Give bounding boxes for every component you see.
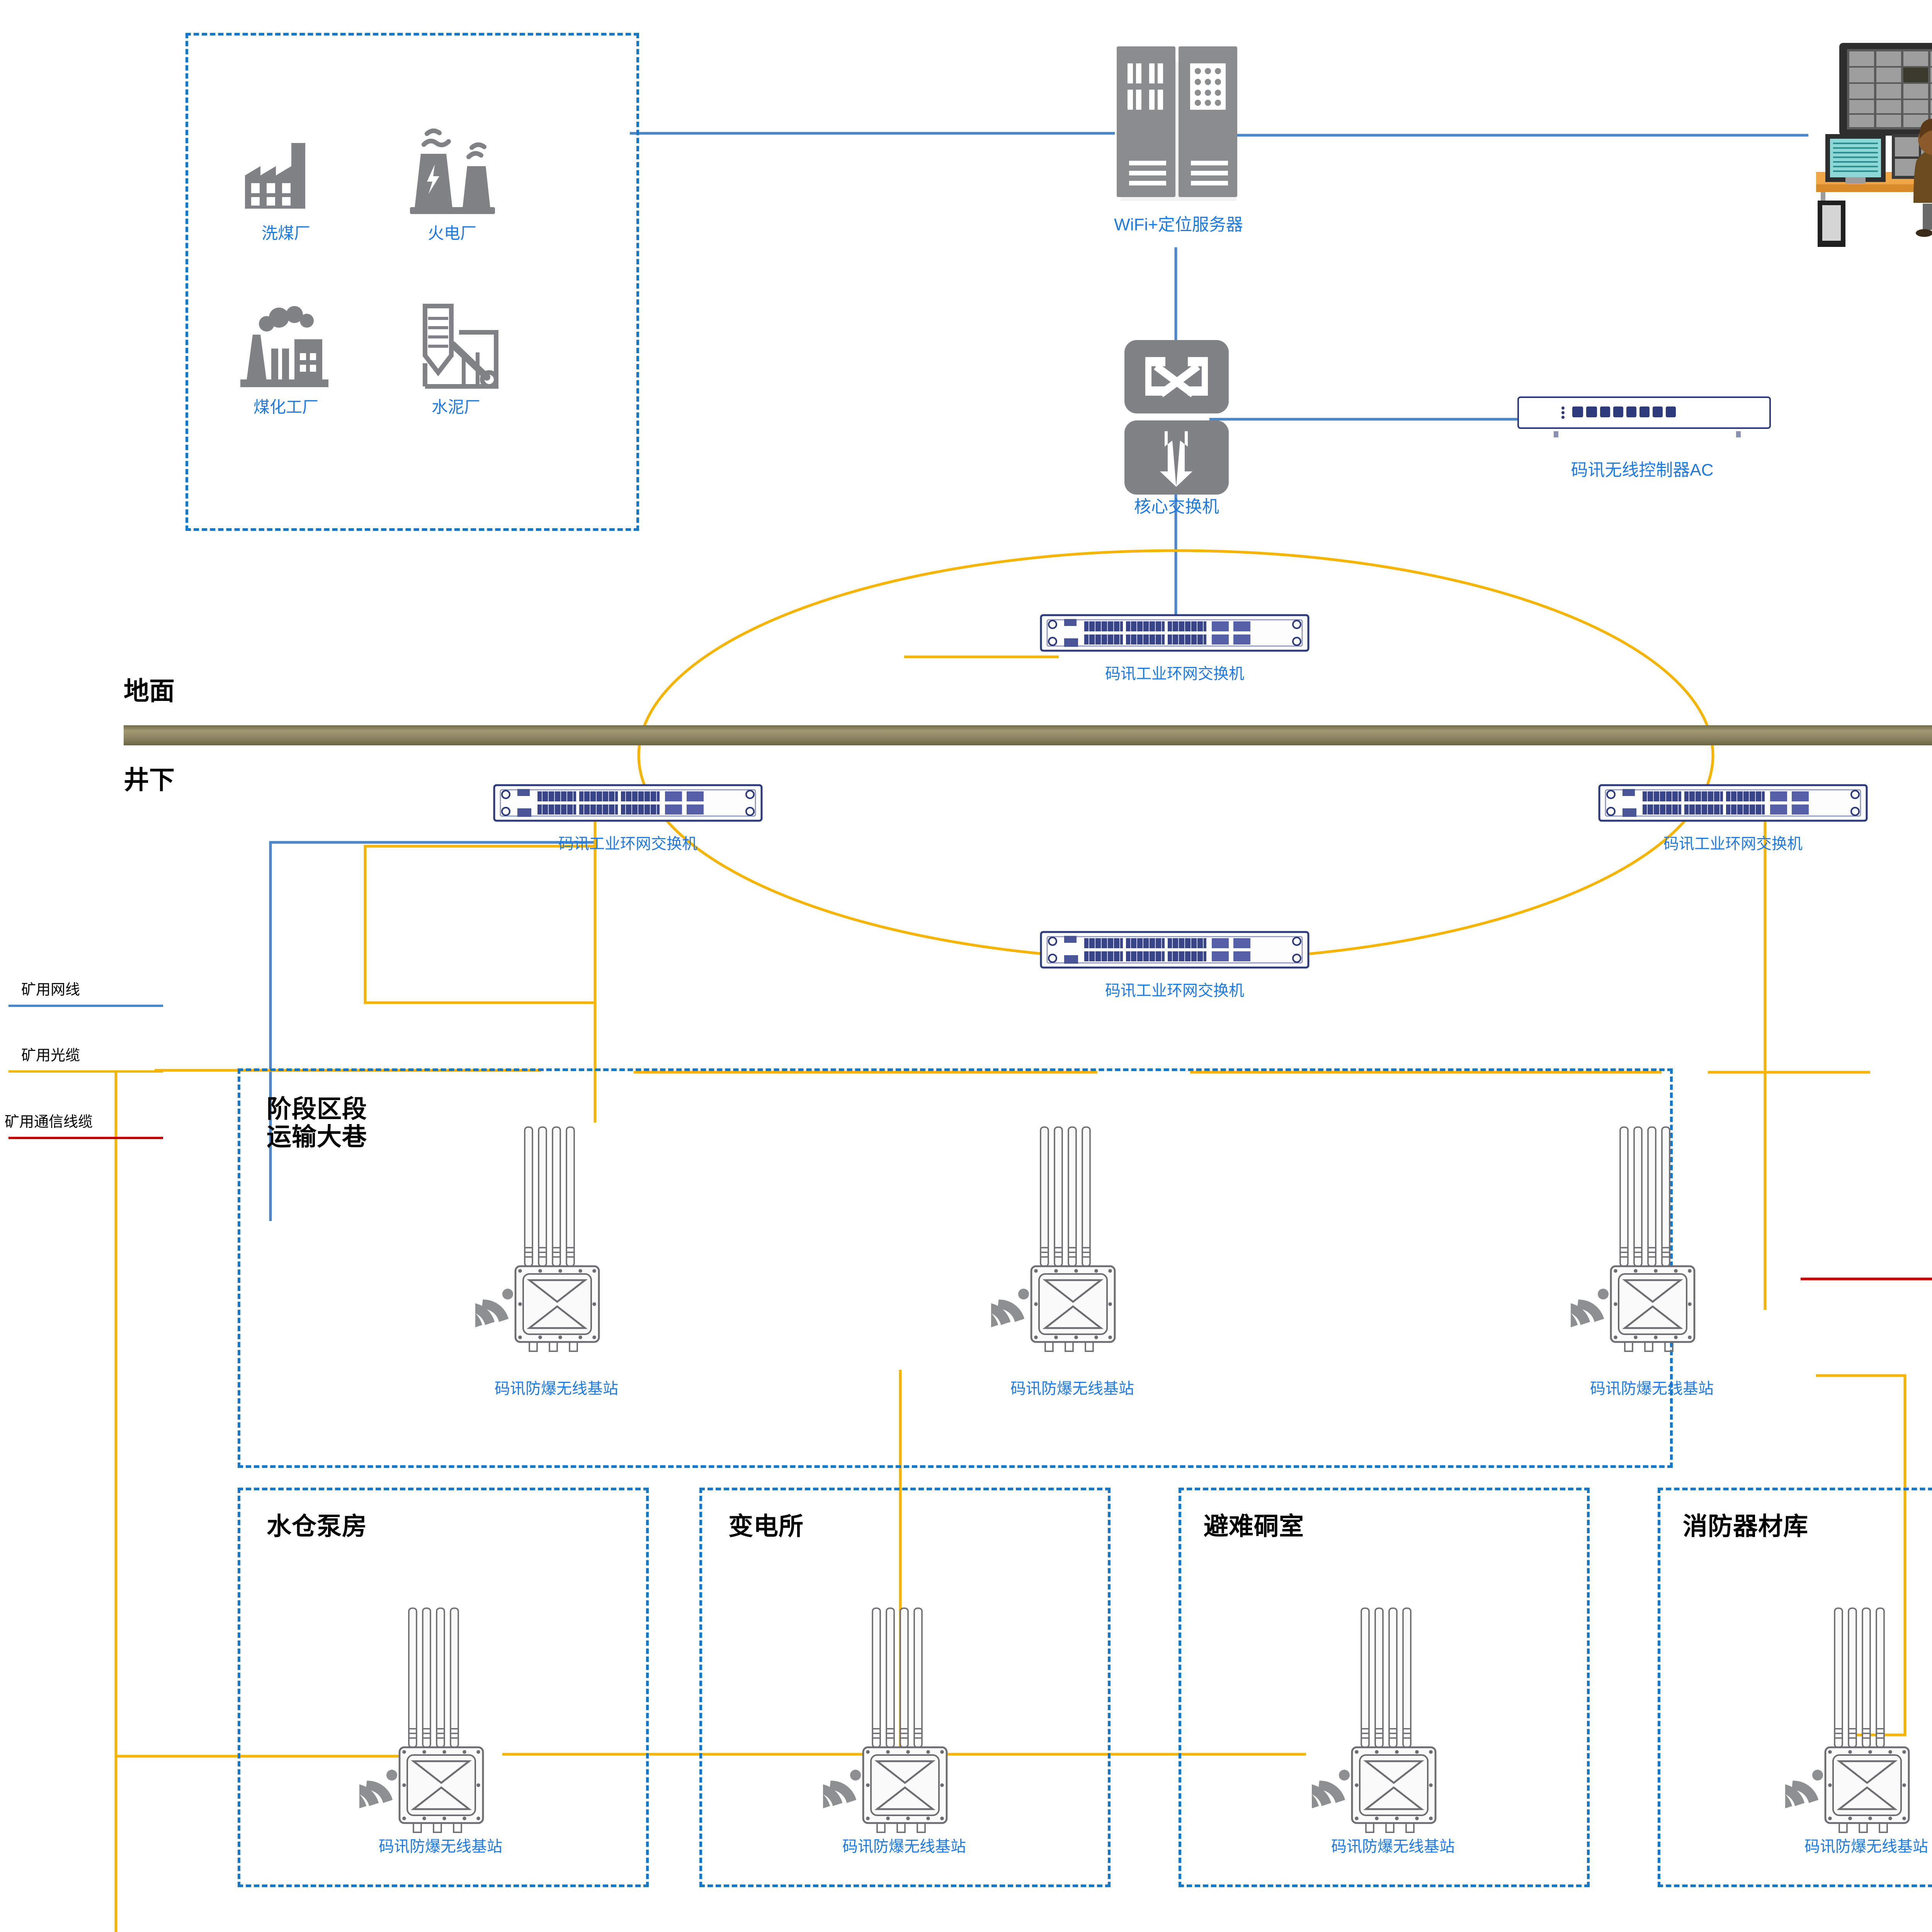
surface-plant-label-2: 煤化工厂	[253, 398, 318, 416]
legend-label-0: 矿用网线	[21, 982, 80, 998]
zone-fire-store-box	[1658, 1488, 1932, 1887]
cement-plant-icon	[410, 301, 502, 396]
wireless-bts-transport-2	[971, 1122, 1153, 1364]
switch-icon	[1124, 340, 1229, 497]
core-switch-label: 核心交换机	[1134, 497, 1219, 516]
server-label: WiFi+定位服务器	[1114, 215, 1243, 234]
surface-plant-label-0: 洗煤厂	[261, 224, 310, 242]
ring-switch-underground-left	[493, 781, 763, 829]
wifi-wave-icon	[1765, 1770, 1823, 1810]
factory-icon	[239, 135, 332, 222]
zone-transport-box	[238, 1068, 1673, 1468]
legend-swatch-0	[9, 1005, 163, 1007]
zone-pump-room-title: 水仓泵房	[267, 1512, 367, 1540]
wireless-bts-refuge	[1292, 1604, 1474, 1845]
wireless-bts-refuge-label: 码讯防爆无线基站	[1331, 1838, 1455, 1855]
zone-transport-title: 阶段区段 运输大巷	[267, 1095, 367, 1151]
ring-switch-underground-left-label: 码讯工业环网交换机	[558, 835, 697, 852]
wifi-wave-icon	[971, 1289, 1029, 1328]
surface-plants-box	[185, 33, 639, 531]
zone-substation-box	[699, 1488, 1111, 1887]
ground-band	[124, 725, 1932, 745]
legend-swatch-1	[9, 1070, 163, 1073]
ac-controller-label: 码讯无线控制器AC	[1571, 461, 1714, 480]
wireless-bts-pump-room-label: 码讯防爆无线基站	[379, 1838, 502, 1855]
monitor-center-label: 监控中心	[1913, 288, 1932, 309]
ring-switch-underground-bottom-label: 码讯工业环网交换机	[1105, 982, 1244, 999]
ring-switch-underground-right-label: 码讯工业环网交换机	[1663, 835, 1803, 852]
wellhead-label: 井口检测系统	[1909, 686, 1932, 707]
surface-plant-label-3: 水泥厂	[431, 398, 480, 416]
wifi-wave-icon	[803, 1770, 861, 1810]
wifi-wave-icon	[1292, 1770, 1350, 1810]
control-room-icon	[1801, 21, 1932, 274]
wireless-bts-substation	[803, 1604, 985, 1845]
ring-switch-underground-bottom	[1039, 927, 1310, 976]
wireless-bts-transport-1	[455, 1122, 638, 1364]
ring-switch-surface-label: 码讯工业环网交换机	[1105, 665, 1244, 682]
wireless-bts-transport-3	[1551, 1122, 1733, 1364]
wifi-wave-icon	[455, 1289, 513, 1328]
zone-pump-room-box	[238, 1488, 649, 1887]
wireless-bts-transport-2-label: 码讯防爆无线基站	[1010, 1380, 1134, 1397]
wireless-bts-transport-1-label: 码讯防爆无线基站	[495, 1380, 618, 1397]
wireless-bts-fire-store-label: 码讯防爆无线基站	[1804, 1838, 1928, 1855]
zone-fire-store-title: 消防器材库	[1683, 1512, 1808, 1540]
legend-swatch-2	[9, 1137, 163, 1139]
zone-substation-title: 变电所	[728, 1512, 804, 1540]
power-plant-icon	[404, 128, 500, 222]
wireless-bts-pump-room	[339, 1604, 522, 1845]
legend-label-2: 矿用通信线缆	[5, 1114, 93, 1130]
surface-plant-label-1: 火电厂	[427, 224, 476, 242]
wireless-bts-fire-store	[1765, 1604, 1932, 1845]
chemical-plant-icon	[236, 305, 332, 396]
server-rack-icon	[1117, 46, 1240, 211]
ground-level-label: 地面	[124, 677, 175, 705]
underground-level-label: 井下	[124, 765, 175, 794]
wireless-bts-transport-3-label: 码讯防爆无线基站	[1590, 1380, 1714, 1397]
wifi-wave-icon	[339, 1770, 397, 1810]
legend-label-1: 矿用光缆	[21, 1048, 80, 1064]
ring-switch-underground-right	[1598, 781, 1868, 829]
wifi-wave-icon	[1551, 1289, 1609, 1328]
ring-switch-surface	[1039, 611, 1310, 659]
zone-refuge-box	[1179, 1488, 1590, 1887]
rack-appliance-icon	[1517, 394, 1772, 442]
wireless-bts-substation-label: 码讯防爆无线基站	[842, 1838, 966, 1855]
zone-refuge-title: 避难硐室	[1204, 1512, 1304, 1540]
